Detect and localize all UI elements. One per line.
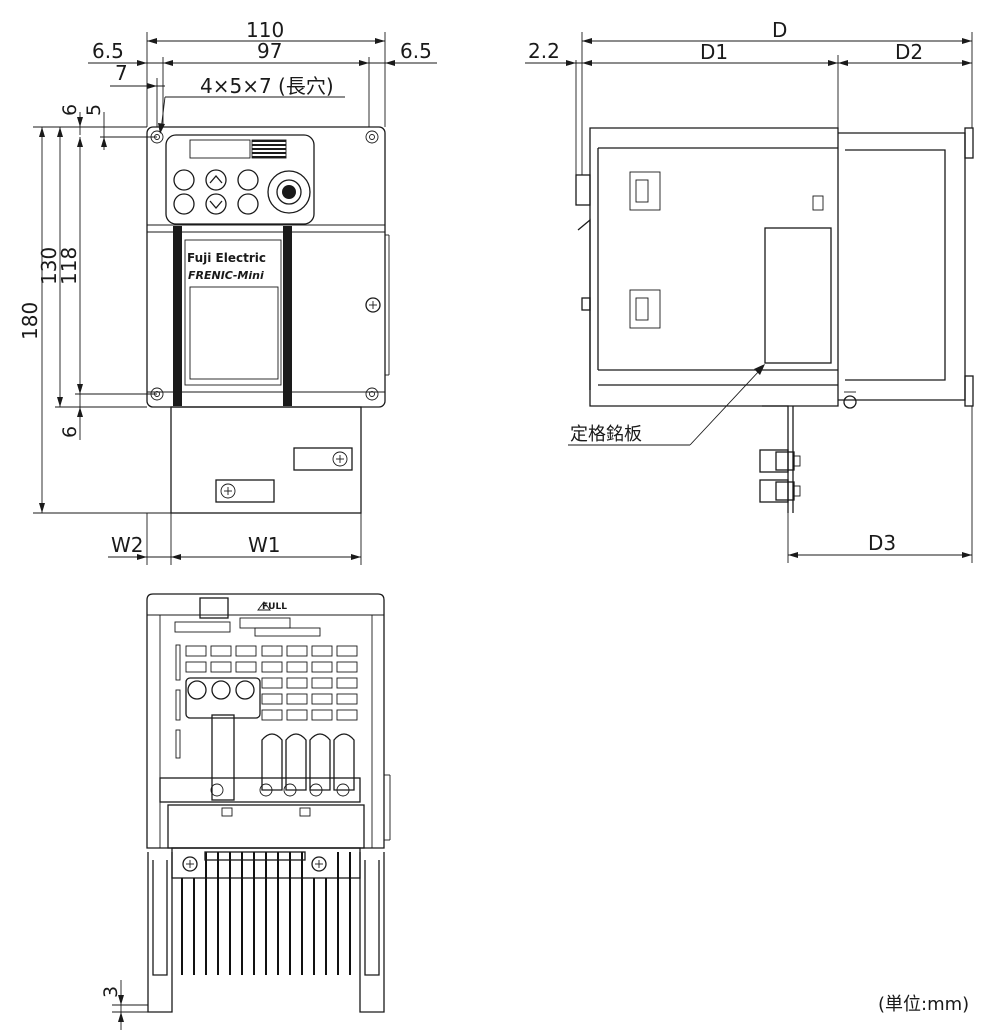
dim-2-2: 2.2 xyxy=(528,39,560,63)
hole-spec-label: 4×5×7 (長穴) xyxy=(200,74,334,98)
run-key xyxy=(237,169,259,191)
lower-bracket xyxy=(170,406,362,514)
terminal-mark: FULL xyxy=(262,602,287,612)
vent-grid xyxy=(185,645,358,721)
nameplate-area xyxy=(764,227,832,364)
prg-reset-key xyxy=(173,169,195,191)
dim-7: 7 xyxy=(115,61,128,85)
side-view xyxy=(575,127,974,513)
dim-118: 118 xyxy=(57,247,81,285)
dim-w1: W1 xyxy=(248,533,281,557)
dim-d2: D2 xyxy=(895,40,923,64)
keypad-panel xyxy=(165,134,315,225)
front-dimensions: 110 97 6.5 6.5 7 4×5×7 (長穴) 6 5 xyxy=(18,18,437,565)
brand-text: Fuji Electric xyxy=(187,251,266,265)
front-view: Fuji Electric FRENIC-Mini xyxy=(146,126,390,514)
dim-5-top: 5 xyxy=(83,104,105,116)
up-key xyxy=(205,169,227,191)
dim-w2: W2 xyxy=(111,533,144,557)
side-screw-icon xyxy=(365,297,381,313)
units-label: (単位:mm) xyxy=(878,994,969,1015)
dim-6-bottom: 6 xyxy=(59,426,81,438)
front-body-outline xyxy=(146,126,386,408)
dim-180: 180 xyxy=(18,302,42,340)
dim-d1: D1 xyxy=(700,40,728,64)
dim-6-5-left: 6.5 xyxy=(92,39,124,63)
dim-d: D xyxy=(772,18,787,42)
dim-3: 3 xyxy=(100,986,122,998)
dim-130: 130 xyxy=(37,247,61,285)
output-terminals xyxy=(159,733,361,803)
dim-110: 110 xyxy=(246,18,284,42)
down-key xyxy=(205,193,227,215)
stop-key xyxy=(237,193,259,215)
input-terminals xyxy=(185,677,261,801)
bottom-dimensions: 3 xyxy=(100,980,148,1030)
dim-6-5-right: 6.5 xyxy=(400,39,432,63)
dim-97: 97 xyxy=(257,39,282,63)
front-label xyxy=(184,239,282,386)
nameplate-label: 定格銘板 xyxy=(570,424,642,445)
product-text: FRENIC-Mini xyxy=(188,269,264,282)
bottom-view: FULL xyxy=(146,593,391,1013)
dim-d3: D3 xyxy=(868,531,896,555)
func-data-key xyxy=(173,193,195,215)
side-dimensions: D D1 D2 2.2 D3 定格銘板 xyxy=(525,18,973,563)
heatsink-fins xyxy=(181,852,351,975)
dim-6-top: 6 xyxy=(59,104,81,116)
